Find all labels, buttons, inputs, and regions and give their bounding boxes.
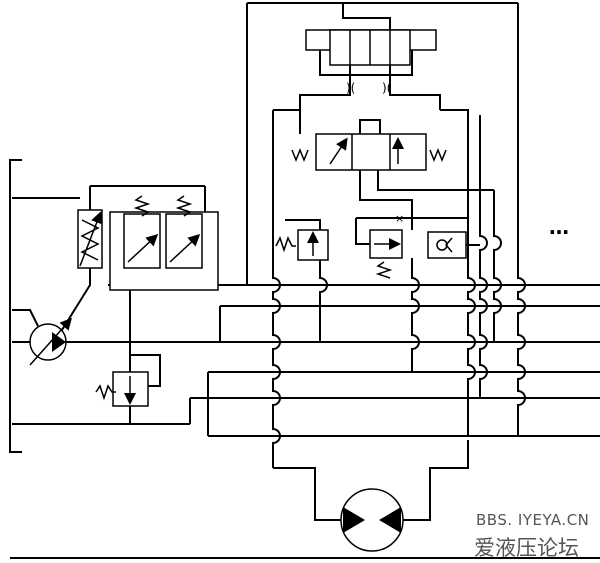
pressure-relief-valve [275, 219, 329, 261]
pilot-relief-valves [109, 195, 219, 424]
watermark-site-name: 爱液压论坛 [474, 536, 579, 560]
vertical-risers [246, 2, 526, 468]
svg-text:)(: )( [382, 81, 391, 95]
top-directional-valve: )( )( [299, 3, 441, 110]
pilot-directional-valve [273, 109, 494, 230]
svg-text:)(: )( [346, 81, 355, 95]
watermark-url: BBS. IYEYA.CN [476, 511, 590, 529]
pressure-reducing-valve [95, 354, 161, 407]
pressure-relief-valve-2: × [355, 212, 468, 279]
svg-text:×: × [395, 212, 404, 225]
pump-pressure-compensator [77, 185, 206, 269]
continuation-mark: … [549, 215, 570, 239]
frame-bracket [9, 159, 600, 559]
variable-displacement-pump [12, 268, 91, 366]
hydraulic-motor [273, 440, 469, 552]
check-valve [427, 231, 480, 259]
